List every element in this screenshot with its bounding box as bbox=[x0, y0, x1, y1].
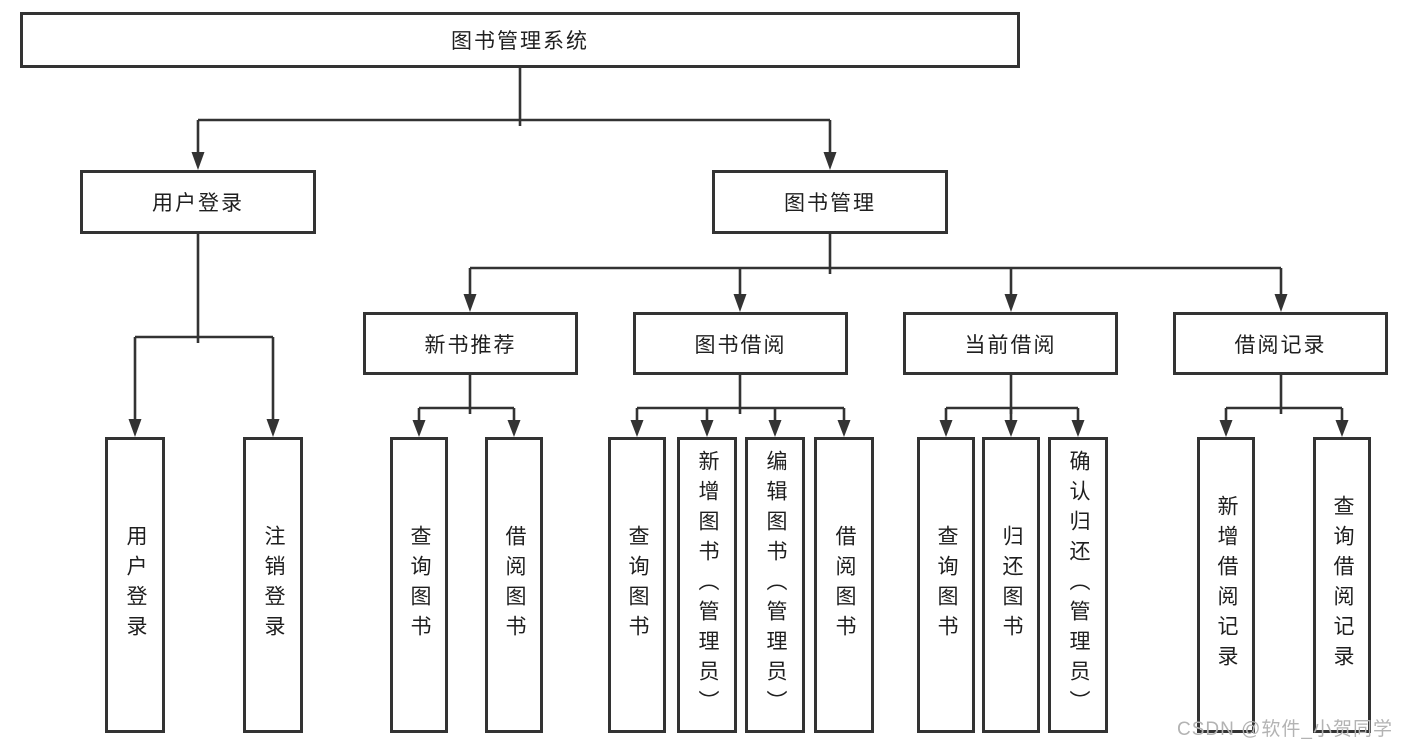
leaf-borrow-books-recommend-label: 借阅图书 bbox=[503, 525, 526, 645]
node-new-book-recommend: 新书推荐 bbox=[363, 312, 578, 375]
leaf-logout: 注销登录 bbox=[243, 437, 303, 733]
leaf-user-login: 用户登录 bbox=[105, 437, 165, 733]
leaf-edit-book-admin-label: 编辑图书（管理员） bbox=[764, 450, 787, 720]
leaf-add-borrow-record: 新增借阅记录 bbox=[1197, 437, 1255, 733]
leaf-query-borrow-record-label: 查询借阅记录 bbox=[1331, 495, 1354, 675]
connector-current-borrow-group bbox=[939, 375, 1085, 437]
connector-book-borrow-group bbox=[630, 375, 851, 437]
connector-new-book-group bbox=[412, 375, 521, 437]
leaf-borrow-books-label: 借阅图书 bbox=[833, 525, 856, 645]
leaf-confirm-return-admin-label: 确认归还（管理员） bbox=[1067, 450, 1090, 720]
leaf-add-book-admin: 新增图书（管理员） bbox=[677, 437, 737, 733]
leaf-query-books-current: 查询图书 bbox=[917, 437, 975, 733]
node-book-management: 图书管理 bbox=[712, 170, 948, 234]
leaf-query-borrow-record: 查询借阅记录 bbox=[1313, 437, 1371, 733]
leaf-query-books-borrow-label: 查询图书 bbox=[626, 525, 649, 645]
leaf-borrow-books: 借阅图书 bbox=[814, 437, 874, 733]
node-root-label: 图书管理系统 bbox=[451, 30, 589, 53]
connector-book-mgmt-to-level3 bbox=[463, 234, 1288, 312]
leaf-confirm-return-admin: 确认归还（管理员） bbox=[1048, 437, 1108, 733]
node-book-borrow-label: 图书借阅 bbox=[694, 333, 787, 357]
leaf-user-login-label: 用户登录 bbox=[124, 525, 147, 645]
csdn-watermark: CSDN @软件_小贺同学 bbox=[1177, 719, 1393, 740]
node-book-management-label: 图书管理 bbox=[784, 192, 876, 215]
leaf-logout-label: 注销登录 bbox=[262, 525, 285, 645]
leaf-edit-book-admin: 编辑图书（管理员） bbox=[745, 437, 805, 733]
node-user-login-label: 用户登录 bbox=[152, 192, 244, 215]
leaf-query-books-recommend: 查询图书 bbox=[390, 437, 448, 733]
node-root: 图书管理系统 bbox=[20, 12, 1020, 68]
leaf-query-books-current-label: 查询图书 bbox=[935, 525, 958, 645]
leaf-query-books-borrow: 查询图书 bbox=[608, 437, 666, 733]
connector-user-login-branch bbox=[128, 234, 280, 437]
node-borrow-records: 借阅记录 bbox=[1173, 312, 1388, 375]
node-user-login: 用户登录 bbox=[80, 170, 316, 234]
node-borrow-records-label: 借阅记录 bbox=[1234, 333, 1327, 357]
node-current-borrow-label: 当前借阅 bbox=[964, 333, 1057, 357]
node-book-borrow: 图书借阅 bbox=[633, 312, 848, 375]
connector-root-to-level2 bbox=[191, 68, 837, 170]
leaf-query-books-recommend-label: 查询图书 bbox=[408, 525, 431, 645]
node-new-book-recommend-label: 新书推荐 bbox=[424, 333, 517, 357]
leaf-return-books: 归还图书 bbox=[982, 437, 1040, 733]
connector-borrow-record-group bbox=[1219, 375, 1349, 437]
leaf-borrow-books-recommend: 借阅图书 bbox=[485, 437, 543, 733]
leaf-add-borrow-record-label: 新增借阅记录 bbox=[1215, 495, 1238, 675]
leaf-add-book-admin-label: 新增图书（管理员） bbox=[696, 450, 719, 720]
leaf-return-books-label: 归还图书 bbox=[1000, 525, 1023, 645]
node-current-borrow: 当前借阅 bbox=[903, 312, 1118, 375]
